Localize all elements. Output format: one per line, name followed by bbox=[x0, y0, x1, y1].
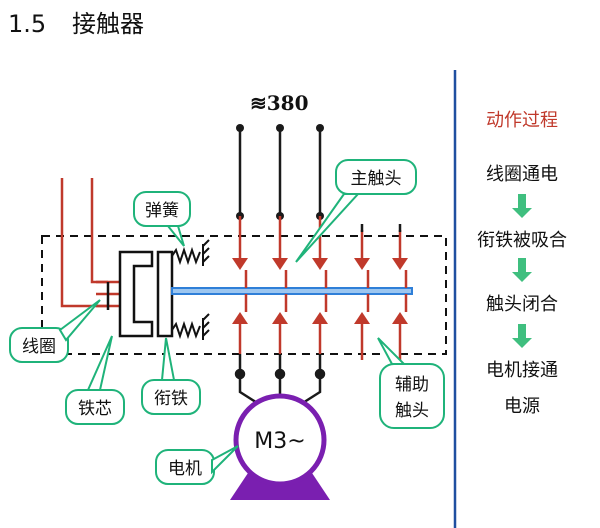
callout-core: 铁芯 bbox=[65, 335, 125, 425]
label-aux-line2: 触头 bbox=[395, 401, 429, 421]
label-core: 铁芯 bbox=[78, 399, 112, 419]
process-title: 动作过程 bbox=[486, 110, 558, 131]
callout-armature: 衔铁 bbox=[141, 337, 201, 415]
label-coil: 线圈 bbox=[22, 337, 56, 357]
arrow-down-icon bbox=[512, 258, 532, 282]
label-main-contact: 主触头 bbox=[351, 169, 402, 189]
label-motor: 电机 bbox=[168, 459, 202, 479]
callout-motor: 电机 bbox=[155, 445, 239, 485]
process-step-2: 衔铁被吸合 bbox=[477, 230, 567, 251]
supply-lines bbox=[236, 124, 324, 236]
label-spring: 弹簧 bbox=[145, 201, 179, 221]
section-title: 接触器 bbox=[72, 10, 144, 38]
callout-main-contact: 主触头 bbox=[295, 159, 417, 263]
callout-aux-contact: 辅助 触头 bbox=[377, 337, 445, 429]
motor-symbol: M3~ bbox=[254, 429, 305, 454]
main-contacts bbox=[232, 236, 328, 354]
coil-leads bbox=[60, 178, 120, 308]
callout-spring: 弹簧 bbox=[133, 191, 191, 247]
label-armature: 衔铁 bbox=[154, 389, 188, 409]
iron-core bbox=[118, 250, 154, 338]
arrow-down-icon bbox=[512, 324, 532, 348]
process-step-5: 电源 bbox=[504, 396, 540, 417]
arrow-down-icon bbox=[512, 194, 532, 218]
process-panel: 动作过程 线圈通电 衔铁被吸合 触头闭合 电机接通 电源 bbox=[477, 110, 567, 417]
spring-top bbox=[171, 239, 210, 266]
spring-bottom bbox=[171, 313, 210, 340]
contactor-housing bbox=[41, 235, 447, 355]
process-step-3: 触头闭合 bbox=[486, 294, 558, 315]
motor-housing bbox=[233, 393, 327, 487]
callout-coil: 线圈 bbox=[9, 299, 101, 363]
voltage-label: ≋380 bbox=[250, 91, 309, 115]
push-rod bbox=[171, 287, 413, 295]
process-step-1: 线圈通电 bbox=[486, 164, 558, 185]
armature bbox=[156, 250, 174, 338]
label-aux-line1: 辅助 bbox=[395, 375, 429, 395]
motor: M3~ bbox=[230, 393, 330, 500]
auxiliary-terminals bbox=[360, 224, 402, 232]
section-number: 1.5 bbox=[8, 10, 46, 38]
process-step-4: 电机接通 bbox=[486, 360, 558, 381]
auxiliary-contacts bbox=[354, 230, 408, 360]
